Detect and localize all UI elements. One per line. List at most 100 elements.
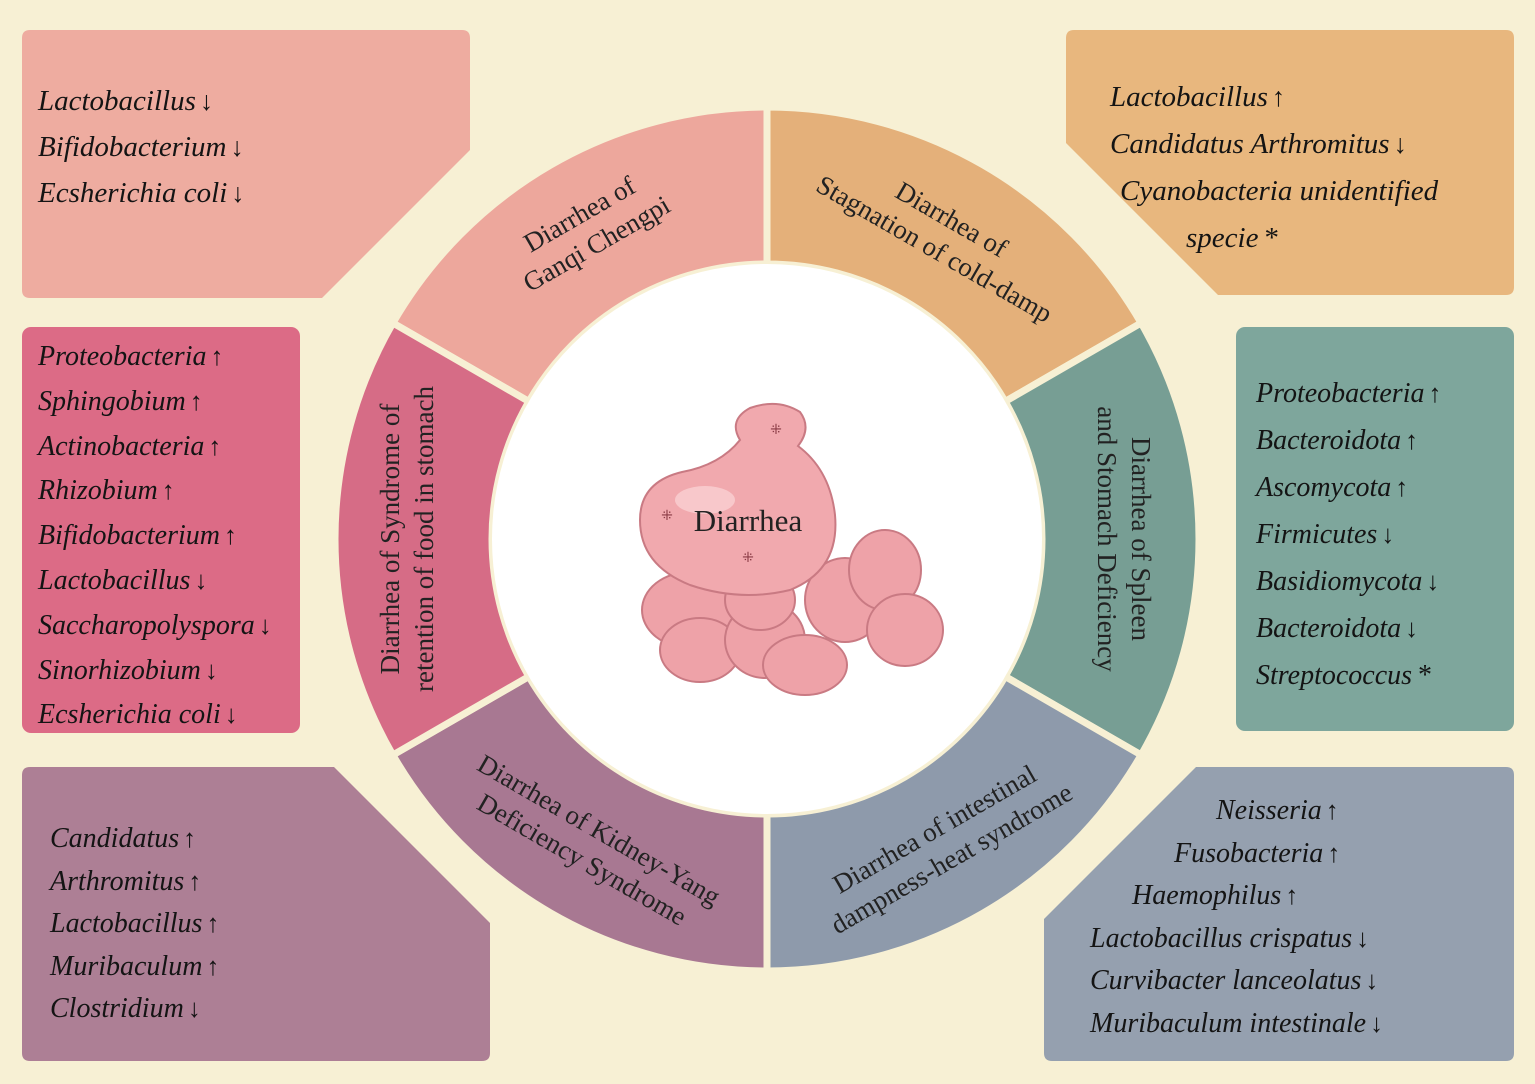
taxon-item: Ecsherichia coli↓ — [38, 170, 245, 216]
down-arrow-icon: ↓ — [231, 178, 245, 208]
segment-damp_heat — [763, 671, 1146, 975]
stomach-intestine-illustration: ⁜ ⁜ ⁜ — [638, 402, 944, 696]
taxon-item: Clostridium↓ — [50, 988, 219, 1031]
taxon-item: Firmicutes↓ — [1256, 511, 1441, 558]
taxon-item: Ecsherichia coli↓ — [38, 693, 272, 738]
taxon-name: Curvibacter lanceolatus — [1090, 965, 1362, 996]
taxon-item: Rhizobium↑ — [38, 469, 272, 514]
down-arrow-icon: ↓ — [1393, 129, 1407, 159]
up-arrow-icon: ↑ — [1405, 426, 1419, 455]
taxon-name: Rhizobium — [38, 475, 158, 507]
taxon-name: Lactobacillus crispatus — [1090, 922, 1353, 954]
segment-label-line: retention of food in stomach — [409, 386, 439, 692]
taxon-item: Candidatus Arthromitus↓ — [1110, 121, 1438, 168]
up-arrow-icon: ↑ — [1271, 82, 1286, 112]
up-arrow-icon: ↑ — [161, 476, 175, 506]
segment-group — [331, 103, 1203, 975]
taxon-item: Ascomycota↑ — [1256, 464, 1441, 511]
down-arrow-icon: ↓ — [194, 565, 208, 595]
taxon-name: Arthromitus — [50, 865, 185, 897]
taxon-name: Candidatus Arthromitus — [1110, 128, 1390, 160]
down-arrow-icon: ↓ — [230, 132, 244, 162]
taxon-name: Bacteroidota — [1256, 425, 1402, 456]
taxon-name: Ascomycota — [1256, 472, 1392, 503]
taxon-name: Sphingobium — [38, 385, 186, 417]
segment-spleen — [1000, 318, 1203, 760]
panel-bottom-right-list: Neisseria↑Fusobacteria↑Haemophilus↑Lacto… — [1090, 790, 1383, 1045]
panel-mid-left-bg — [22, 327, 300, 733]
taxon-name: Lactobacillus — [38, 85, 196, 117]
taxon-name: Saccharopolyspora — [38, 609, 255, 641]
panel-top-left-list: Lactobacillus↓Bifidobacterium↓Ecsherichi… — [38, 78, 245, 216]
segment-label-spleen: Diarrhea of Spleenand Stomach Deficiency — [1092, 406, 1156, 672]
taxon-item: Candidatus↑ — [50, 818, 219, 861]
taxon-item: Lactobacillus crispatus↓ — [1090, 918, 1383, 961]
taxon-item: Fusobacteria↑ — [1090, 833, 1383, 876]
taxon-item: Actinobacteria↑ — [38, 425, 272, 470]
taxon-item: Sphingobium↑ — [38, 380, 272, 425]
taxon-item: Muribaculum↑ — [50, 946, 219, 989]
panel-bottom-left-list: Candidatus↑Arthromitus↑Lactobacillus↑Mur… — [50, 818, 219, 1031]
taxon-item: Lactobacillus↑ — [50, 903, 219, 946]
intestine-loops — [641, 529, 944, 696]
taxon-item: Lactobacillus↓ — [38, 559, 272, 604]
panel-mid-left-list: Proteobacteria↑Sphingobium↑Actinobacteri… — [38, 335, 272, 738]
panel-bottom-left-bg — [22, 767, 490, 1061]
taxon-name: Basidiomycota — [1256, 566, 1423, 597]
taxon-name: Proteobacteria — [38, 341, 207, 372]
taxon-item: Lactobacillus↑ — [1110, 74, 1438, 121]
up-arrow-icon: ↑ — [1325, 796, 1339, 825]
taxon-name: Lactobacillus — [1110, 81, 1268, 113]
up-arrow-icon: ↑ — [1327, 838, 1341, 868]
taxon-item: Bacteroidota↑ — [1256, 417, 1441, 464]
taxon-item: Basidiomycota↓ — [1256, 558, 1441, 605]
stomach-body — [638, 402, 837, 596]
down-arrow-icon: ↓ — [187, 994, 201, 1023]
stomach-pain-mark-3: ⁜ — [661, 509, 673, 524]
taxon-name: Neisseria — [1216, 795, 1322, 826]
up-arrow-icon: ↑ — [188, 866, 202, 896]
taxon-name: Fusobacteria — [1174, 837, 1324, 869]
taxon-name: Proteobacteria — [1256, 378, 1425, 409]
taxon-item: specie* — [1110, 215, 1438, 262]
taxon-name: Bacteroidota — [1256, 613, 1402, 644]
segment-label-line: Diarrhea of Syndrome of — [375, 404, 405, 675]
down-arrow-icon: ↓ — [1381, 520, 1395, 549]
stomach-highlight — [675, 486, 735, 514]
taxon-item: Bifidobacterium↓ — [38, 124, 245, 170]
up-arrow-icon: ↑ — [206, 951, 220, 981]
up-arrow-icon: ↑ — [208, 431, 222, 461]
down-arrow-icon: ↓ — [258, 610, 272, 640]
taxon-item: Neisseria↑ — [1090, 790, 1383, 833]
down-arrow-icon: ↓ — [204, 655, 218, 685]
panel-top-left-bg — [22, 30, 470, 298]
down-arrow-icon: ↓ — [199, 86, 214, 116]
panel-top-right-bg — [1066, 30, 1514, 295]
taxon-name: Bifidobacterium — [38, 131, 227, 163]
down-arrow-icon: ↓ — [1356, 923, 1369, 953]
taxon-item: Proteobacteria↑ — [38, 335, 272, 380]
segment-label-line: and Stomach Deficiency — [1092, 406, 1122, 672]
down-arrow-icon: ↓ — [1365, 966, 1379, 995]
down-arrow-icon: ↓ — [1405, 614, 1419, 643]
taxon-name: Firmicutes — [1256, 519, 1378, 550]
up-arrow-icon: ↑ — [210, 342, 224, 371]
taxon-name: specie — [1186, 222, 1259, 254]
panel-mid-right-bg — [1236, 327, 1514, 731]
down-arrow-icon: ↓ — [1426, 567, 1440, 596]
segment-ganqi — [388, 103, 771, 407]
taxon-item: Bacteroidota↓ — [1256, 605, 1441, 652]
taxon-item: Haemophilus↑ — [1090, 875, 1383, 918]
up-arrow-icon: ↑ — [183, 824, 197, 853]
panel-mid-right-list: Proteobacteria↑Bacteroidota↑Ascomycota↑F… — [1256, 370, 1441, 699]
center-label: Diarrhea — [694, 503, 803, 538]
segment-label-line: Diarrhea of Spleen — [1126, 437, 1156, 641]
taxon-item: Muribaculum intestinale↓ — [1090, 1003, 1383, 1046]
taxon-name: Haemophilus — [1132, 880, 1282, 911]
asterisk-marker: * — [1264, 222, 1279, 254]
taxon-name: Cyanobacteria unidentified — [1120, 175, 1439, 207]
